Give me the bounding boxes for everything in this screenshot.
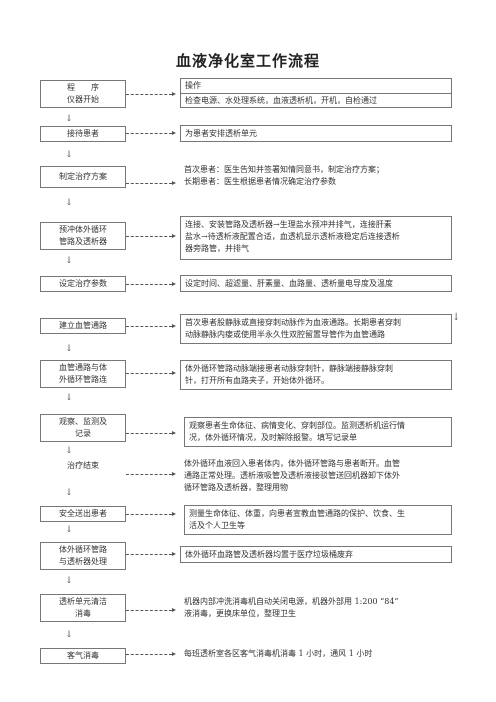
step-3-label: 制定治疗方案 [59, 172, 107, 181]
step-6-detail: 首次患者股静脉或直接穿刺动脉作为血液通路。长期患者穿刺 动脉静脉内瘘或使用半永久… [180, 314, 452, 344]
step-4-detail: 连接、安装管路及透析器→生理盐水预冲并排气，连接肝素 盐水→待透析液配置合适，血… [180, 216, 452, 260]
step-3-detail: 首次患者：医生告知并签署知情同意书，制定治疗方案； 长期患者：医生根据患者情况确… [180, 162, 452, 192]
step-10-detail: 测量生命体征、体重，向患者宣教血管通路的保护、饮食、生 活及个人卫生等 [184, 505, 452, 535]
step-5-label: 设定治疗参数 [59, 279, 107, 288]
step-9-arrow [126, 472, 176, 476]
step-13-arrow [126, 652, 176, 656]
step-11-detail: 体外循环血路管及透析器均置于医疗垃圾桶废弃 [180, 546, 452, 563]
step-7-label-line2: 外循环管路连 [59, 375, 107, 384]
step-1-label-line1: 程 序 [67, 83, 99, 92]
step-13-detail: 每班透析室各区客气消毒机消毒 1 小时，通风 1 小时 [180, 646, 452, 663]
step-11-label-line1: 体外循环管路 [59, 545, 107, 554]
step-4-detail-line3: 器旁路管，并排气 [185, 244, 249, 253]
step-6-label: 建立血管通路 [59, 321, 107, 330]
step-9-label: 治疗结束 [67, 461, 99, 470]
step-12-label-line1: 透析单元清洁 [59, 597, 107, 606]
down-arrow-3: ↓ [65, 198, 73, 208]
down-arrow-5: ↓ [65, 344, 73, 354]
step-2-box: 接待患者 [40, 126, 126, 142]
step-11-arrow [126, 552, 176, 556]
step-1-detail: 操作 检查电源、水处理系统，血液透析机，开机，自检通过 [180, 78, 452, 108]
step-1-label-line2: 仪器开始 [67, 95, 99, 104]
step-12-detail: 机器内部冲洗消毒机自动关闭电源，机器外部用 1:200 “84” 液消毒，更换床… [180, 594, 452, 624]
step-8-detail-line1: 观察患者生命体征、病情变化、穿刺部位。监测透析机运行情 [189, 421, 405, 430]
step-6-detail-line2: 动脉静脉内瘘或使用半永久性双腔留置导管作为血管通路 [185, 330, 385, 339]
step-9-detail: 体外循环血液回入患者体内，体外循环管路与患者断开。血管 通路正常处理。透析液吸管… [180, 456, 452, 498]
step-6-arrow [126, 324, 176, 328]
down-arrow-8: ↓ [65, 488, 73, 498]
step-6-detail-line1: 首次患者股静脉或直接穿刺动脉作为血液通路。长期患者穿刺 [185, 318, 401, 327]
step-7-detail-line2: 针，打开所有血路夹子，开始体外循环。 [185, 376, 329, 385]
step-4-arrow [126, 234, 176, 238]
step-1-detail-line1: 检查电源、水处理系统，血液透析机，开机，自检通过 [185, 96, 377, 105]
step-12-label-line2: 消毒 [75, 609, 91, 618]
step-4-box: 预冲体外循环 管路及透析器 [40, 222, 126, 250]
step-9-detail-line1: 体外循环血液回入患者体内，体外循环管路与患者断开。血管 [184, 459, 400, 468]
step-7-box: 血管通路与体 外循环管路连 [40, 360, 126, 388]
step-4-detail-line1: 连接、安装管路及透析器→生理盐水预冲并排气，连接肝素 [185, 220, 392, 229]
step-9-detail-line2: 通路正常处理。透析液吸管及透析液接驳管送回机器卸下体外 [184, 471, 400, 480]
down-arrow-2: ↓ [65, 150, 73, 160]
step-4-label-line1: 预冲体外循环 [59, 225, 107, 234]
step-4-label-line2: 管路及透析器 [59, 237, 107, 246]
step-11-label-line2: 与透析器处理 [59, 557, 107, 566]
step-10-box: 安全送出患者 [40, 506, 126, 522]
step-11-box: 体外循环管路 与透析器处理 [40, 542, 126, 570]
step-8-label-line1: 观察、监测及 [59, 417, 107, 426]
step-7-detail-line1: 体外循环管路动脉端接患者动脉穿刺针，静脉端接静脉穿刺 [185, 364, 393, 373]
down-arrow-11: ↓ [65, 630, 73, 640]
step-9-box: 治疗结束 [40, 458, 126, 474]
step-3-box: 制定治疗方案 [40, 166, 126, 188]
step-2-label: 接待患者 [67, 129, 99, 138]
step-10-label: 安全送出患者 [59, 509, 107, 518]
step-4-detail-line2: 盐水→待透析液配置合适，血透机显示透析液稳定后连接透析 [185, 232, 400, 241]
step-11-detail-line1: 体外循环血路管及透析器均置于医疗垃圾桶废弃 [185, 550, 353, 559]
step-9-detail-line3: 循环管路及透析器，整理用物 [184, 483, 288, 492]
step-1-arrow [126, 92, 176, 96]
step-5-detail: 设定时间、超滤量、肝素量、血路量、透析量电导度及温度 [180, 275, 452, 292]
step-8-detail-line2: 况，体外循环情况，及时解除报警。填写记录单 [189, 433, 357, 442]
step-2-detail-line1: 为患者安排透析单元 [185, 129, 257, 138]
step-12-arrow [126, 608, 176, 612]
step-7-detail: 体外循环管路动脉端接患者动脉穿刺针，静脉端接静脉穿刺 针，打开所有血路夹子，开始… [180, 360, 452, 390]
down-arrow-7: ↓ [65, 446, 73, 456]
step-8-arrow [126, 431, 176, 435]
step-10-arrow [126, 512, 176, 516]
step-1-box: 程 序 仪器开始 [40, 80, 126, 108]
step-2-arrow [126, 131, 176, 135]
step-3-detail-line1: 首次患者：医生告知并签署知情同意书，制定治疗方案； [184, 165, 384, 174]
step-8-detail: 观察患者生命体征、病情变化、穿刺部位。监测透析机运行情 况，体外循环情况，及时解… [184, 417, 452, 447]
down-arrow-9: ↓ [65, 525, 73, 535]
step-6-box: 建立血管通路 [40, 318, 126, 334]
step-13-box: 客气消毒 [40, 648, 126, 664]
step-3-arrow [126, 181, 176, 185]
page-title: 血液净化室工作流程 [175, 52, 320, 70]
step-13-detail-line1: 每班透析室各区客气消毒机消毒 1 小时，通风 1 小时 [184, 649, 373, 658]
step-3-detail-line2: 长期患者：医生根据患者情况确定治疗参数 [184, 177, 336, 186]
step-5-arrow [126, 282, 176, 286]
down-arrow-4: ↓ [65, 256, 73, 266]
step-5-box: 设定治疗参数 [40, 276, 126, 292]
side-down-arrow: ↓ [452, 312, 461, 323]
step-5-detail-line1: 设定时间、超滤量、肝素量、血路量、透析量电导度及温度 [185, 279, 393, 288]
step-10-detail-line2: 活及个人卫生等 [189, 521, 245, 530]
step-2-detail: 为患者安排透析单元 [180, 125, 452, 142]
step-12-detail-line1: 机器内部冲洗消毒机自动关闭电源，机器外部用 1:200 “84” [184, 597, 399, 606]
down-arrow-1: ↓ [65, 114, 73, 124]
step-12-detail-line2: 液消毒，更换床单位，整理卫生 [184, 609, 296, 618]
step-13-label: 客气消毒 [67, 651, 99, 660]
down-arrow-6: ↓ [65, 393, 73, 403]
step-7-arrow [126, 371, 176, 375]
step-10-detail-line1: 测量生命体征、体重，向患者宣教血管通路的保护、饮食、生 [189, 509, 405, 518]
step-12-box: 透析单元清洁 消毒 [40, 594, 126, 622]
step-1-detail-header: 操作 [185, 81, 201, 90]
down-arrow-10: ↓ [65, 576, 73, 586]
step-8-label-line2: 记录 [75, 429, 91, 438]
step-8-box: 观察、监测及 记录 [40, 414, 126, 442]
step-7-label-line1: 血管通路与体 [59, 363, 107, 372]
step-1-divider [181, 93, 451, 94]
